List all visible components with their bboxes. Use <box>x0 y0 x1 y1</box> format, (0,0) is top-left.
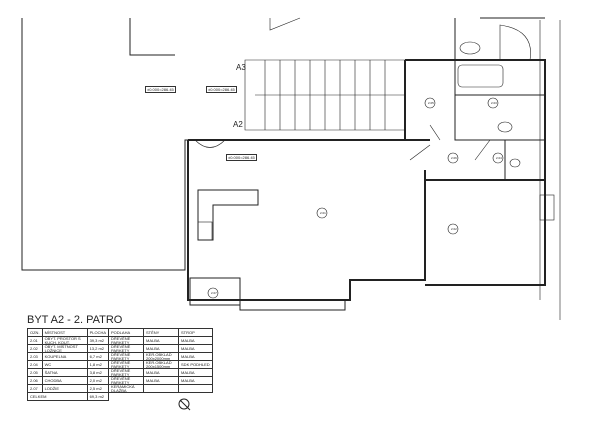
table-cell: 39,3 m2 <box>86 336 110 345</box>
table-cell: KERAMICKÁ DLAŽBA <box>108 384 145 393</box>
table-cell: MALBA <box>143 368 180 377</box>
room-label-2-06: 2.06 <box>451 156 457 160</box>
room-label-2-01: 2.01 <box>320 211 326 215</box>
table-cell: 2.06 <box>27 376 43 385</box>
table-cell: SDK PODHLED <box>178 360 213 369</box>
table-cell: KER.OBKLAD 200x1500mm <box>143 360 180 369</box>
table-cell: 2.05 <box>27 368 43 377</box>
table-cell: MALBA <box>178 352 213 361</box>
axis-label-a2: A2 <box>233 120 243 129</box>
header-cell: STĚNY <box>143 328 180 337</box>
table-cell: WC <box>41 360 88 369</box>
table-cell: KOUPELNA <box>41 352 88 361</box>
level-label: ±0.000=286.45 <box>226 154 257 161</box>
total-row: CELKEM 69,3 m2 <box>27 392 213 401</box>
room-label-2-07: 2.07 <box>211 291 217 295</box>
fixtures <box>197 24 555 241</box>
table-cell <box>178 384 213 393</box>
room-markers <box>207 97 504 299</box>
table-cell: 1,8 m2 <box>86 360 110 369</box>
total-value: 69,3 m2 <box>86 392 110 401</box>
table-cell: MALBA <box>178 376 213 385</box>
table-cell: OBYT. MÍSTNOST LOŽNICE <box>41 344 88 353</box>
table-cell: ŠATNA <box>41 368 88 377</box>
table-cell: 2.01 <box>27 336 43 345</box>
walls <box>21 17 561 320</box>
table-cell: LODŽIE <box>41 384 88 393</box>
axis-label-a3: A3 <box>236 63 246 72</box>
table-cell: MALBA <box>143 376 180 385</box>
header-cell: OZN. <box>27 328 43 337</box>
stairs <box>244 59 406 131</box>
table-cell: 2.03 <box>27 352 43 361</box>
table-cell: MALBA <box>143 336 180 345</box>
table-cell: MALBA <box>178 336 213 345</box>
header-cell: STROP <box>178 328 213 337</box>
table-cell: 2.07 <box>27 384 43 393</box>
level-label: ±0.000=286.45 <box>206 86 237 93</box>
compass-symbol <box>178 398 191 411</box>
table-cell: 3,8 m2 <box>86 368 110 377</box>
table-cell: 6,7 m2 <box>86 352 110 361</box>
room-label-2-05: 2.05 <box>428 101 434 105</box>
plan-title: BYT A2 - 2. PATRO <box>27 314 123 326</box>
table-cell: 2.04 <box>27 360 43 369</box>
room-schedule-table: OZN. MÍSTNOST PLOCHA PODLAHA STĚNY STROP… <box>27 328 213 401</box>
table-cell: 2,5 m2 <box>86 384 110 393</box>
room-label-2-03: 2.03 <box>491 101 497 105</box>
header-cell: PLOCHA <box>86 328 110 337</box>
table-cell: 2.02 <box>27 344 43 353</box>
table-cell: 2,0 m2 <box>86 376 110 385</box>
total-label: CELKEM <box>27 392 88 401</box>
room-label-2-04: 2.04 <box>496 156 502 160</box>
table-cell: MALBA <box>178 344 213 353</box>
room-label-2-02: 2.02 <box>451 227 457 231</box>
table-cell <box>143 384 180 393</box>
table-cell: CHODBA <box>41 376 88 385</box>
level-label: ±0.000=286.45 <box>145 86 176 93</box>
table-cell: 13,2 m2 <box>86 344 110 353</box>
table-cell: MALBA <box>178 368 213 377</box>
doors <box>194 17 491 161</box>
